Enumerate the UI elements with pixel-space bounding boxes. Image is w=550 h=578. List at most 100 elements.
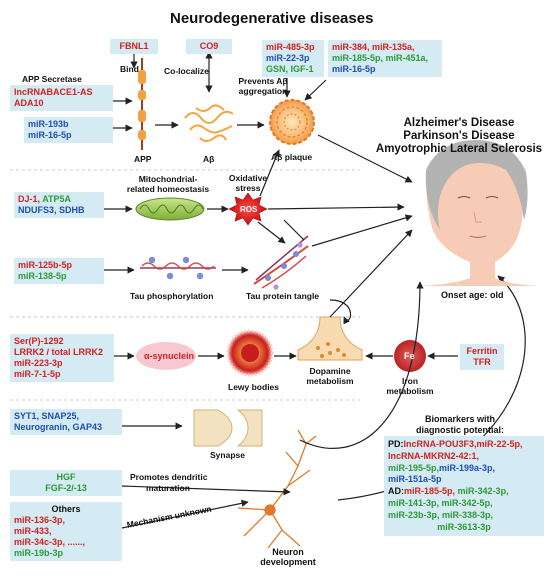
lncrnabace1-label: lncRNABACE1-AS (14, 87, 93, 97)
app-protein (138, 58, 146, 150)
ros-star (228, 192, 268, 226)
fgf-label: FGF-2/-13 (45, 483, 87, 493)
biomarkers-title-1: Biomarkers with (424, 414, 496, 424)
row3-arrows (103, 214, 413, 325)
tfr-label: TFR (473, 357, 491, 367)
promotes-label-1: Promotes dendritic (130, 472, 208, 482)
bind-label: Bind (120, 64, 139, 74)
promotes-label-2: maturation (146, 483, 190, 493)
tau-mir-box: miR-125b-5p miR-138-5p (14, 258, 104, 284)
ada10-label: ADA10 (14, 98, 44, 108)
ad-4: miR-342-5p, (441, 497, 493, 508)
neuron-label: Neuron development (256, 547, 320, 567)
dopamine-label-1: Dopamine (309, 366, 351, 376)
synapse-protein-box: SYT1, SNAP25, Neurogranin, GAP43 (10, 409, 122, 435)
pd-4: miR-195-5p, (388, 462, 440, 473)
co9-box: CO9 (186, 39, 232, 54)
mito-label-2: related homeostasis (126, 184, 210, 194)
mir-136-label: miR-136-3p, (14, 515, 66, 525)
pd-1: lncRNA-POU3F3, (403, 439, 477, 449)
ndufs3-label: NDUFS3, SDHB (18, 205, 85, 215)
others-title: Others (51, 504, 81, 514)
prevents-label: Prevents Aβ aggregation (228, 76, 298, 96)
mir-223-label: miR-223-3p (14, 358, 63, 368)
mito-label: Mitochondrial- related homeostasis (118, 174, 218, 194)
pd-6: miR-151a-5p (388, 474, 442, 485)
mir-485-label: miR-485-3p (266, 42, 315, 52)
biomarkers-title-2: diagnostic potential: (415, 425, 504, 435)
mir-384-label: miR-384, miR-135a, (332, 42, 415, 52)
pd-2: miR-22-5p, (476, 439, 523, 449)
disease-als: Amyotrophic Lateral Sclerosis (375, 143, 543, 155)
neuron-label-1: Neuron (272, 547, 304, 557)
row4-arrows (114, 229, 458, 360)
app-mir-box: miR-193b miR-16-5p (24, 117, 113, 143)
oxidative-label-2: stress (235, 183, 261, 193)
colocalize-label: Co-localize (164, 66, 209, 76)
onset-label: Onset age: old (441, 290, 504, 300)
pd-label: PD: (388, 439, 404, 449)
lrrk2-box: Ser(P)-1292 LRRK2 / total LRRK2 miR-223-… (10, 334, 114, 382)
alpha-synuclein-shape (136, 342, 196, 370)
disease-ad: Alzheimer's Disease (403, 117, 515, 129)
biomarkers-box: PD:lncRNA-POU3F3,miR-22-5p, lncRNA-MKRN2… (384, 436, 544, 537)
oxidative-label: Oxidative stress (222, 173, 274, 193)
mir-185-label: miR-185-5p, miR-451a, (332, 53, 429, 63)
prevents-label-1: Prevents Aβ (238, 76, 288, 86)
ad-5: miR-23b-3p, (388, 509, 440, 520)
iron-label: Iron metabolism (378, 376, 442, 396)
row-separators (10, 169, 360, 401)
mito-label-1: Mitochondrial- (138, 174, 198, 184)
ad-label: AD: (388, 486, 404, 497)
ad-2: miR-342-3p, (457, 486, 509, 497)
lrrk2-label: LRRK2 / total LRRK2 (14, 347, 104, 357)
pd-3: lncRNA-MKRN2-42:1, (388, 450, 480, 461)
tau-tangle-label: Tau protein tangle (246, 291, 320, 301)
ad-6: miR-338-3p, (442, 509, 494, 520)
neurogranin-label: Neurogranin, GAP43 (14, 422, 103, 432)
abeta-fibrils (184, 104, 234, 142)
iron-label-1: Iron (401, 376, 419, 386)
app-secretase-box: lncRNABACE1-AS ADA10 (10, 85, 113, 111)
ad-1: miR-185-5p, (404, 486, 456, 497)
row5-arrows (121, 275, 526, 529)
mitochondrion (135, 197, 205, 221)
mir-433-label: miR-433, (14, 526, 52, 536)
tau-phos-label: Tau phosphorylation (130, 291, 214, 301)
mir-125b-label: miR-125b-5p (18, 260, 73, 270)
prevents-label-2: aggregation (238, 86, 288, 96)
mir-34c-label: miR-34c-3p, ......, (14, 537, 86, 547)
tau-tangle-graphic (253, 235, 309, 290)
page-title: Neurodegenerative diseases (170, 10, 374, 27)
mito-protein-box: DJ-1, ATP5A NDUFS3, SDHB (14, 192, 104, 218)
neuron-graphic (237, 429, 317, 549)
dopamine-label: Dopamine metabolism (296, 366, 364, 386)
neuron-label-2: development (260, 557, 316, 567)
dopamine-label-2: metabolism (306, 376, 354, 386)
disease-list: Alzheimer's Disease Parkinson's Disease … (370, 117, 548, 156)
abeta-plaque-label: Aβ plaque (271, 152, 313, 162)
biomarkers-title: Biomarkers with diagnostic potential: (380, 414, 540, 436)
ferritin-label: Ferritin (466, 346, 498, 356)
fe-label: Fe (404, 351, 415, 361)
pd-5: miR-199a-3p, (439, 462, 496, 473)
abeta-plaque (269, 99, 315, 145)
hgf-box: HGF FGF-2/-13 (10, 470, 122, 496)
atp5a-label: ATP5A (42, 194, 72, 204)
dj1-label: DJ-1, (18, 194, 41, 204)
mir-384-box: miR-384, miR-135a, miR-185-5p, miR-451a,… (328, 40, 442, 77)
elderly-face (420, 140, 540, 286)
synapse-graphic (193, 409, 263, 447)
dopamine-synapse (297, 316, 363, 361)
syt1-label: SYT1, SNAP25, (14, 411, 80, 421)
mir-138-label: miR-138-5p (18, 271, 67, 281)
others-box: Others miR-136-3p, miR-433, miR-34c-3p, … (10, 502, 122, 561)
ad-3: miR-141-3p, (388, 497, 440, 508)
mir-16-5p-label: miR-16-5p (28, 130, 72, 140)
mir-19b-label: miR-19b-3p (14, 548, 64, 558)
hgf-label: HGF (56, 472, 76, 482)
mir-193b-label: miR-193b (28, 119, 69, 129)
ros-label: ROS (240, 205, 258, 214)
